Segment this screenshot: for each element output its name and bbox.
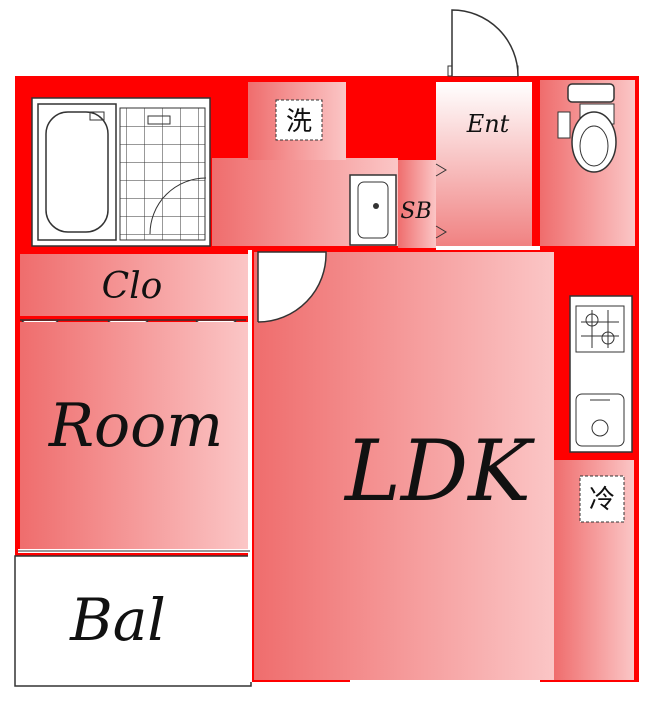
room-label: Room	[48, 391, 223, 461]
sink-icon	[575, 393, 625, 447]
bathtub-icon	[37, 103, 117, 241]
ldk-label: LDK	[343, 422, 535, 520]
balcony	[14, 555, 252, 687]
entrance-door	[447, 9, 519, 77]
shoe-box-label: SB	[400, 199, 431, 224]
entrance-label: Ent	[466, 110, 510, 138]
entrance-step-marks	[435, 163, 447, 239]
washing-machine-tag	[275, 99, 323, 141]
washer-label: 洗	[286, 107, 312, 137]
entrance	[436, 82, 532, 248]
closet	[20, 254, 248, 316]
fridge-tag	[579, 475, 625, 523]
fridge-label: 冷	[589, 485, 615, 515]
ldk	[254, 252, 554, 680]
ldk-door	[257, 251, 327, 323]
wash-basin-icon	[349, 174, 397, 246]
closet-label: Clo	[102, 266, 163, 307]
balcony-label: Bal	[69, 586, 166, 654]
toilet-icon	[557, 83, 617, 173]
room	[20, 322, 248, 550]
shoe-box	[398, 160, 436, 248]
stove-icon	[575, 305, 625, 353]
bathroom	[31, 97, 211, 247]
